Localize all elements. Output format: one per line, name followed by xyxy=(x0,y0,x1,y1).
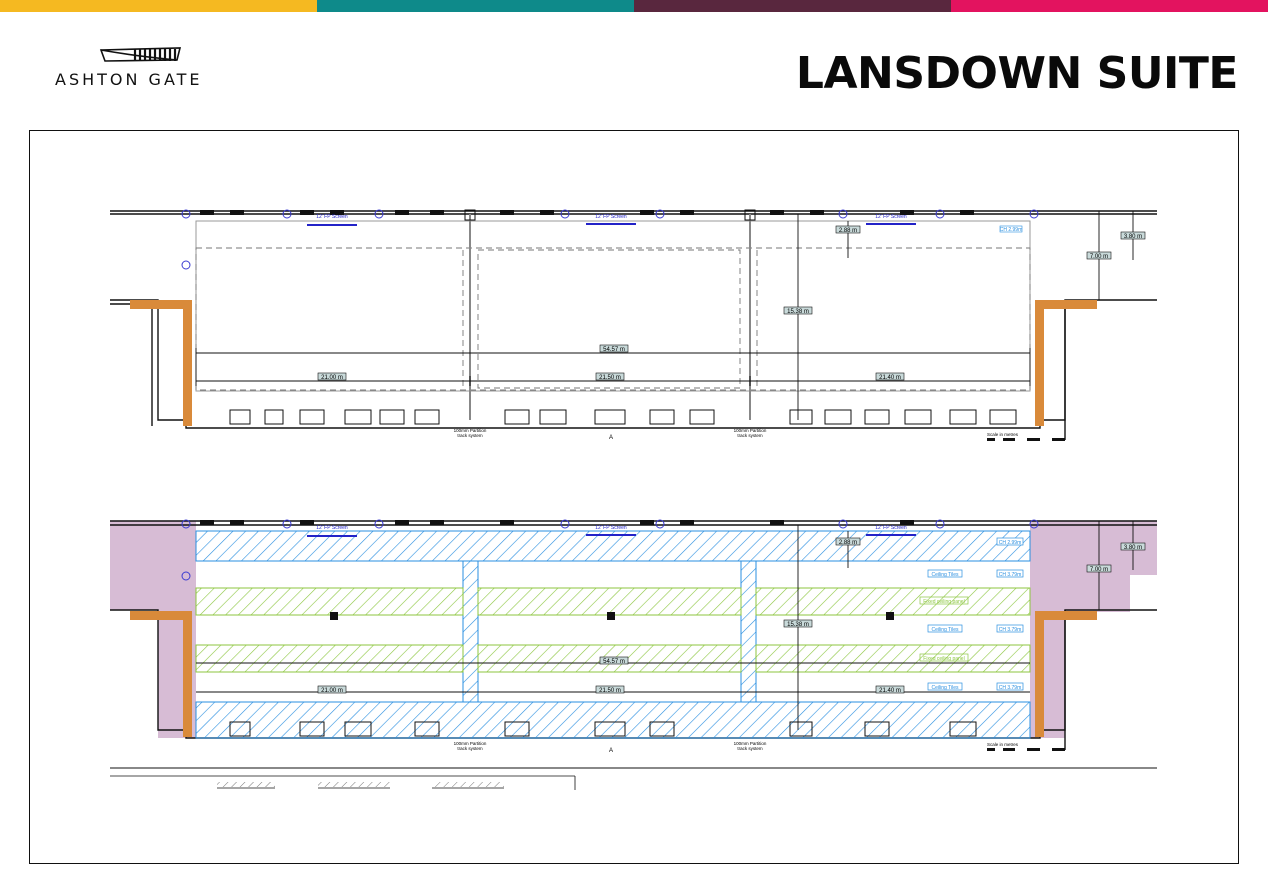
partition-note: 100mm Partition xyxy=(454,741,487,746)
partition-note: track system xyxy=(737,433,763,438)
partition-note: track system xyxy=(457,433,483,438)
plan-top: 12' FP Screen 12' FP Screen 12' FP Scree… xyxy=(110,209,1157,441)
bar-teal xyxy=(317,0,634,12)
partition-note: track system xyxy=(457,746,483,751)
brand-color-bar xyxy=(0,0,1268,12)
dim-lobby: 7.00 m xyxy=(1090,254,1108,260)
dim-lobby2: 3.80 m xyxy=(1124,234,1142,240)
partition-note: 100mm Partition xyxy=(734,741,767,746)
dim-total: 54.57 m xyxy=(603,347,625,353)
dim-middle: 21.50 m xyxy=(599,375,621,381)
stadium-roof-icon xyxy=(99,47,182,62)
dim-depth: 15.38 m xyxy=(787,622,809,628)
partition-note: 100mm Partition xyxy=(454,428,487,433)
scale-title: Scale in metres xyxy=(987,742,1019,747)
legend-strip xyxy=(110,767,1157,790)
ceiling-tile-label: Ceiling Tiles xyxy=(932,572,959,578)
fixed-ceiling-label: Fixed ceiling panel xyxy=(923,599,964,605)
dim-lobby2: 3.80 m xyxy=(1124,545,1142,551)
dim-depth: 15.38 m xyxy=(787,309,809,315)
partition-note: track system xyxy=(737,746,763,751)
ceiling-tile-label: Ceiling Tiles xyxy=(932,627,959,633)
dim-total: 54.57 m xyxy=(603,659,625,665)
ceiling-height-label: CH 2.99m xyxy=(999,540,1022,546)
dim-middle: 21.50 m xyxy=(599,688,621,694)
screen-label: 12' FP Screen xyxy=(875,214,907,220)
dim-stair: 2.88 m xyxy=(839,228,857,234)
ceiling-height-label: CH 3.79m xyxy=(999,685,1022,691)
plan-bottom: 12' FP Screen 12' FP Screen 12' FP Scree… xyxy=(110,519,1157,754)
bar-magenta xyxy=(951,0,1268,12)
dimension-labels: 54.57 m 21.00 m 21.50 m 21.40 m 15.38 m … xyxy=(317,537,1146,694)
section-marker: A xyxy=(609,435,613,441)
dim-stair: 2.88 m xyxy=(839,540,857,546)
dim-lobby: 7.00 m xyxy=(1090,567,1108,573)
ceiling-height-label: CH 3.79m xyxy=(999,627,1022,633)
screen-label: 12' FP Screen xyxy=(595,214,627,220)
screen-label: 12' FP Screen xyxy=(316,525,348,531)
scale-title: Scale in metres xyxy=(987,432,1019,437)
partition-note: 100mm Partition xyxy=(734,428,767,433)
screen-label: 12' FP Screen xyxy=(316,214,348,220)
screen-label: 12' FP Screen xyxy=(595,525,627,531)
ceiling-height-label: CH 2.99m xyxy=(1000,227,1023,233)
screen-label: 12' FP Screen xyxy=(875,525,907,531)
dimension-labels: 54.57 m 21.00 m 21.50 m 21.40 m 15.38 m … xyxy=(317,225,1146,381)
dim-left: 21.00 m xyxy=(321,688,343,694)
ceiling-height-label: CH 3.79m xyxy=(999,572,1022,578)
dim-right: 21.40 m xyxy=(879,375,901,381)
bar-yellow xyxy=(0,0,317,12)
fixed-ceiling-label: Fixed ceiling panel xyxy=(923,656,964,662)
logo-wordmark: ASHTON GATE xyxy=(55,70,203,89)
ashton-gate-logo: ASHTON GATE xyxy=(55,44,240,90)
page-title: LANSDOWN SUITE xyxy=(795,48,1239,99)
dim-left: 21.00 m xyxy=(321,375,343,381)
dim-right: 21.40 m xyxy=(879,688,901,694)
bar-plum xyxy=(634,0,951,12)
floor-plan-frame xyxy=(29,130,1239,864)
ceiling-tile-label: Ceiling Tiles xyxy=(932,685,959,691)
section-marker: A xyxy=(609,748,613,754)
